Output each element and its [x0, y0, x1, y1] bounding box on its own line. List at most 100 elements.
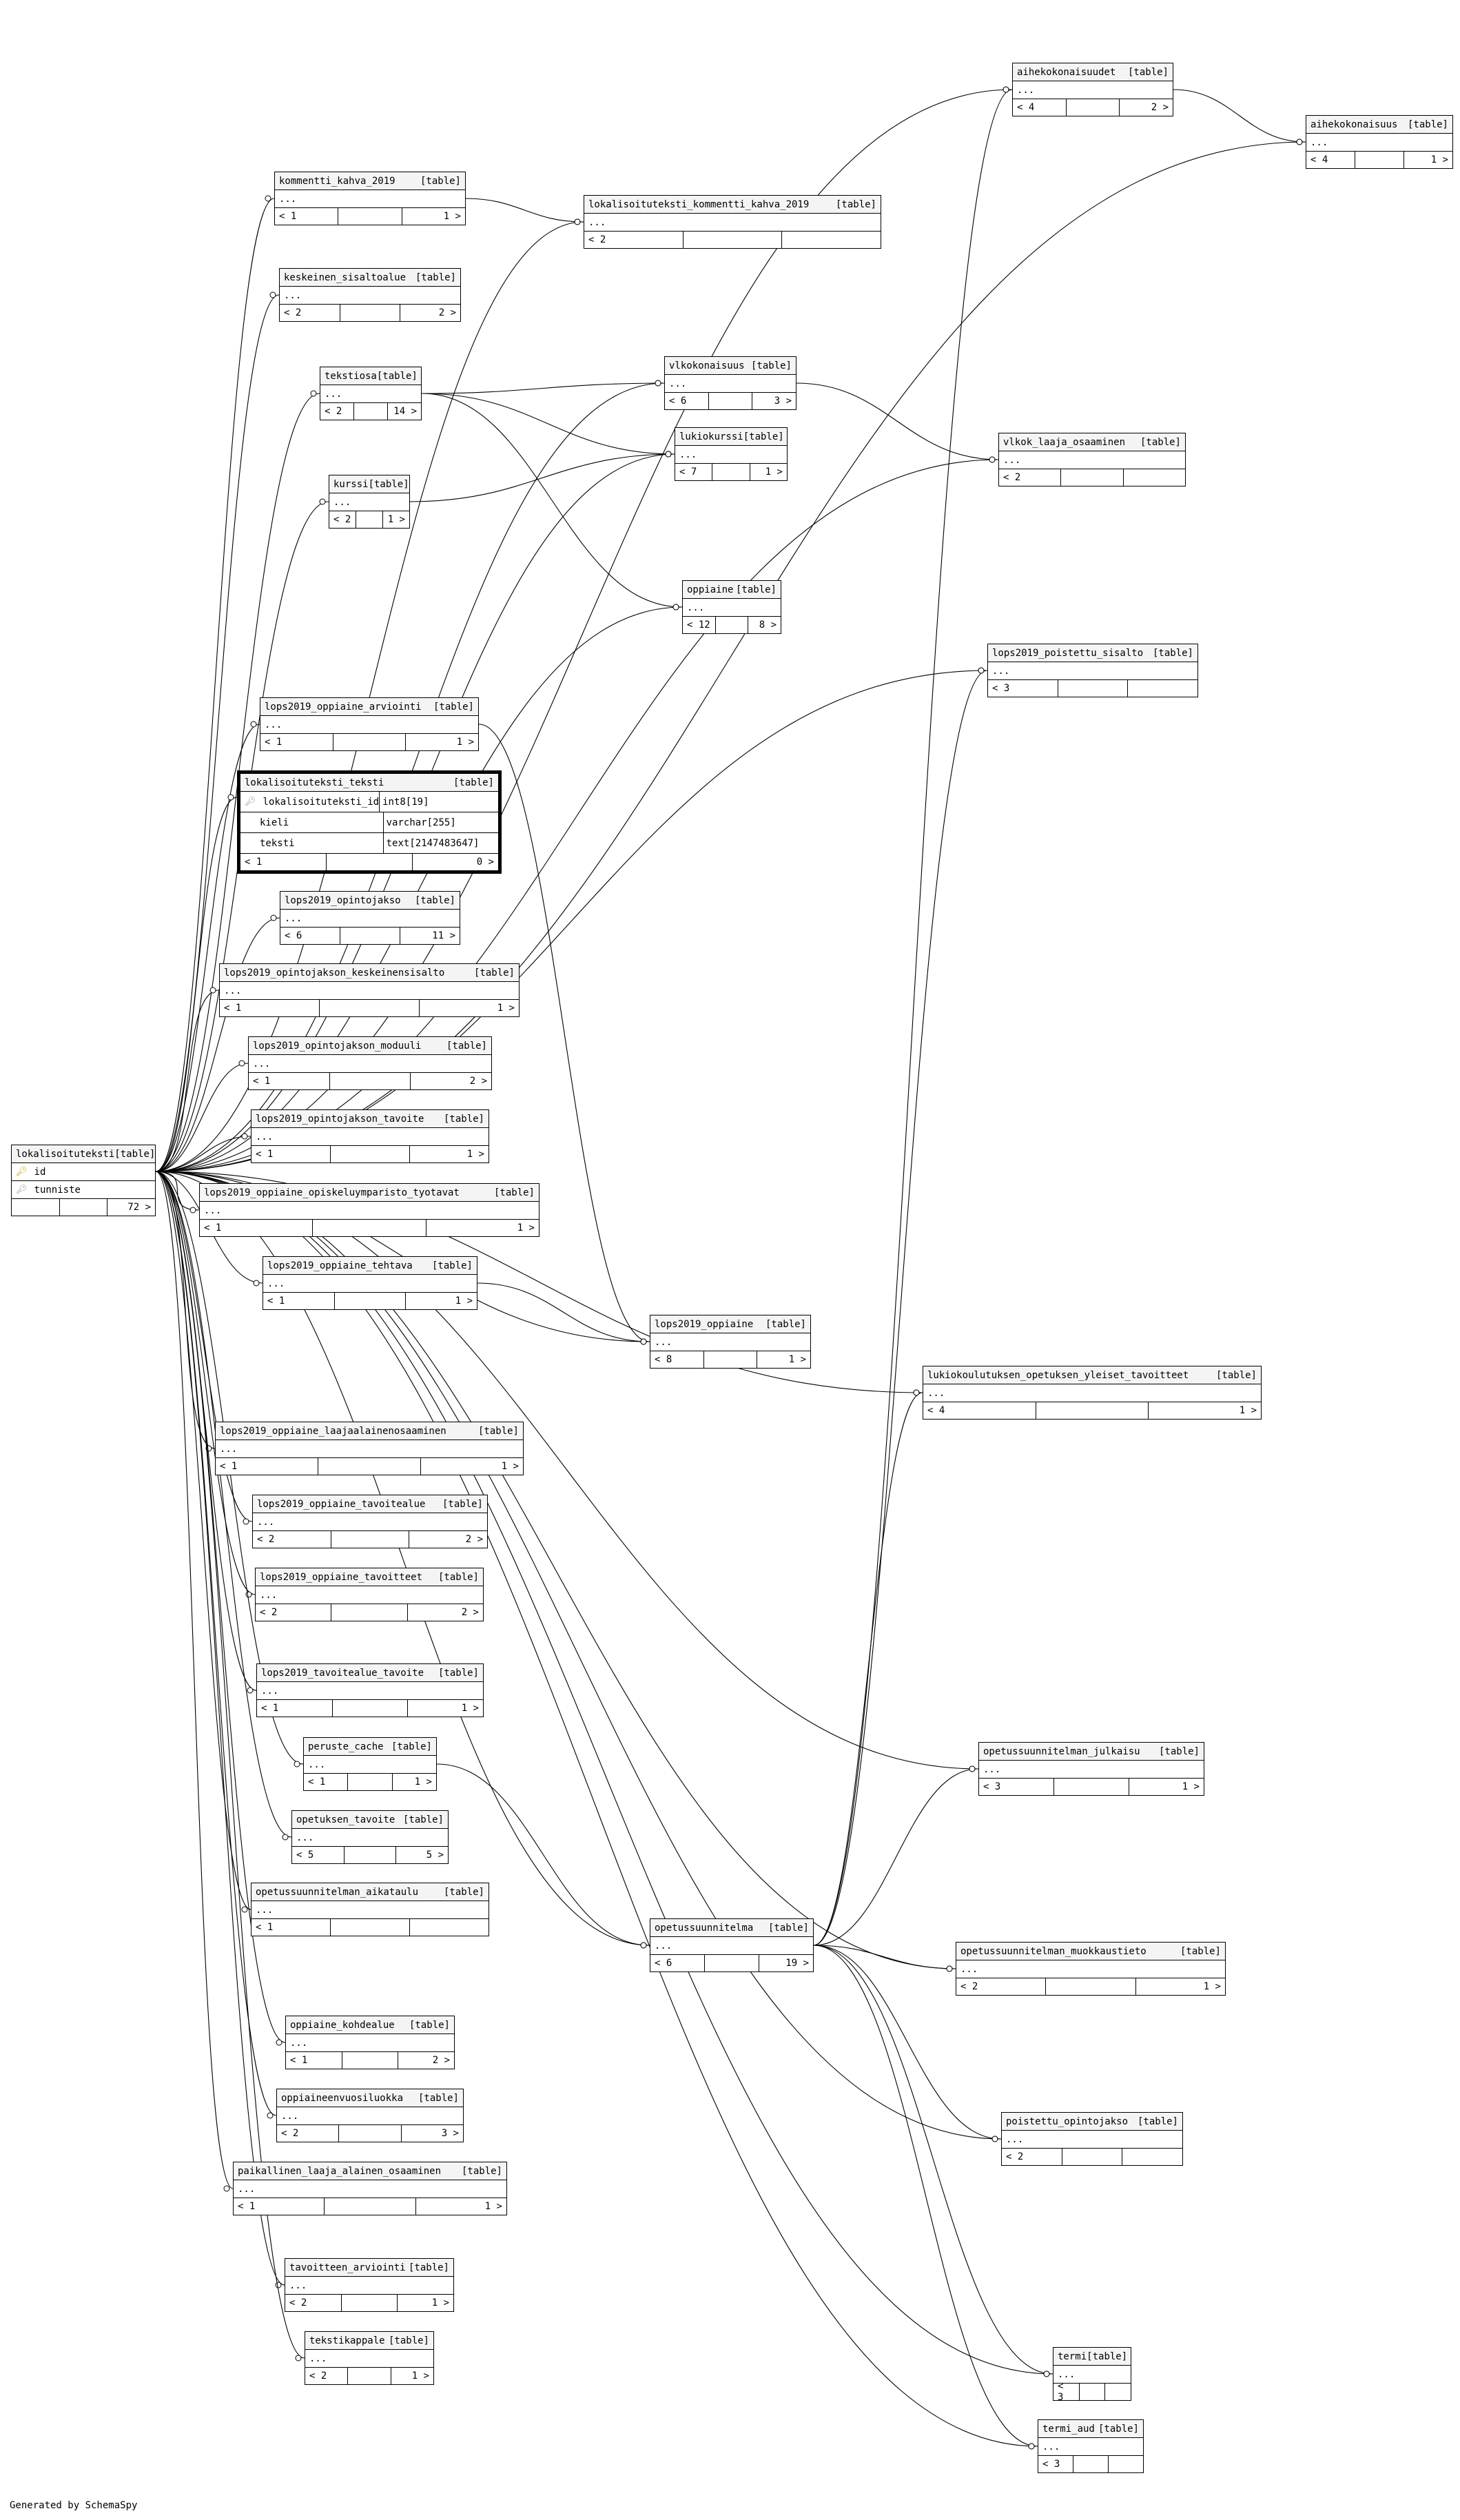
table-lops2019_opintojakson_moduuli[interactable]: lops2019_opintojakson_moduuli[table] ...… [248, 1036, 492, 1090]
parents-count: < 2 [320, 403, 354, 420]
table-body: ... [305, 2350, 433, 2368]
crowfoot-end-icon [655, 380, 661, 387]
table-tag: [table] [743, 431, 784, 442]
table-poistettu_opintojakso[interactable]: poistettu_opintojakso[table] ... < 2 [1001, 2112, 1183, 2166]
table-tag: [table] [1152, 647, 1193, 659]
parents-count: < 12 [683, 617, 716, 633]
table-tag: [table] [376, 370, 418, 382]
parents-count: < 1 [263, 1293, 335, 1309]
table-body: ... [280, 910, 460, 928]
rows-cell [354, 403, 388, 420]
table-tag: [table] [453, 777, 494, 788]
children-count: 1 > [1182, 1781, 1200, 1792]
table-lops2019_oppiaine_arviointi[interactable]: lops2019_oppiaine_arviointi[table] ... <… [260, 697, 479, 751]
crowfoot-end-icon [310, 390, 317, 397]
table-lops2019_opintojakson_tavoite[interactable]: lops2019_opintojakson_tavoite[table] ...… [251, 1109, 489, 1163]
table-lops2019_oppiaine_tavoitteet[interactable]: lops2019_oppiaine_tavoitteet[table] ... … [255, 1568, 484, 1621]
table-lukiokoulutuksen_opetuksen_yleiset_tavoitteet[interactable]: lukiokoulutuksen_opetuksen_yleiset_tavoi… [923, 1366, 1262, 1420]
rows-cell [1067, 99, 1120, 116]
table-paikallinen_laaja_alainen_osaaminen[interactable]: paikallinen_laaja_alainen_osaaminen[tabl… [233, 2162, 507, 2215]
table-name: lops2019_opintojakso [285, 894, 401, 906]
crowfoot-end-icon [640, 1942, 647, 1949]
crowfoot-end-icon [238, 1060, 245, 1067]
table-lops2019_opintojakson_keskeinensisalto[interactable]: lops2019_opintojakson_keskeinensisalto[t… [219, 963, 520, 1017]
edge-opetussuunnitelma-aihekokonaisuudet [813, 89, 1013, 1946]
table-lops2019_oppiaine_tavoitealue[interactable]: lops2019_oppiaine_tavoitealue[table] ...… [252, 1495, 488, 1548]
table-lokalisoituteksti[interactable]: lokalisoituteksti[table] 🔑︎id 🔑︎tunniste… [11, 1145, 156, 1216]
table-body: ... [251, 1128, 489, 1146]
crowfoot-end-icon [665, 451, 672, 458]
parents-count: < 2 [277, 2125, 340, 2142]
column-name: teksti [260, 837, 295, 849]
table-lokalisoituteksti_kommentti_kahva_2019[interactable]: lokalisoituteksti_kommentti_kahva_2019[t… [584, 195, 881, 249]
table-lops2019_oppiaine_laajaalainenosaaminen[interactable]: lops2019_oppiaine_laajaalainenosaaminen[… [215, 1422, 524, 1475]
table-body: ... [256, 1586, 483, 1604]
table-body: ... [923, 1384, 1261, 1402]
table-lops2019_oppiaine_opiskeluymparisto_tyotavat[interactable]: lops2019_oppiaine_opiskeluymparisto_tyot… [199, 1183, 539, 1237]
crowfoot-end-icon [247, 1687, 254, 1694]
children-count: 1 > [411, 2370, 429, 2381]
parents-count: < 1 [257, 1700, 333, 1717]
table-name: kurssi [333, 478, 369, 490]
table-opetussuunnitelman_muokkaustieto[interactable]: opetussuunnitelman_muokkaustieto[table] … [956, 1942, 1226, 1996]
edge-lokalisoituteksti-poistettu_opintojakso [155, 1171, 1002, 2140]
crowfoot-end-icon [1003, 86, 1009, 93]
table-tag: [table] [420, 175, 461, 187]
table-name: vlkok_laaja_osaaminen [1003, 436, 1126, 448]
table-opetussuunnitelman_julkaisu[interactable]: opetussuunnitelman_julkaisu[table] ... <… [978, 1742, 1204, 1796]
table-body: ... [979, 1761, 1204, 1779]
edge-tekstiosa-lukiokurssi [421, 393, 675, 455]
table-body: ... [257, 1682, 483, 1700]
parents-count: < 2 [329, 511, 356, 528]
table-termi_aud[interactable]: termi_aud[table] ... < 3 [1038, 2419, 1144, 2473]
children-count [1122, 2149, 1182, 2165]
table-termi[interactable]: termi[table] ... < 3 [1053, 2347, 1131, 2403]
rows-cell [60, 1199, 108, 1216]
table-name: oppiaineenvuosiluokka [281, 2092, 404, 2104]
children-count: 1 > [387, 514, 405, 525]
edge-vlkokonaisuus-vlkok_laaja_osaaminen [796, 382, 999, 460]
table-body: ... [1013, 81, 1173, 99]
table-tag: [table] [409, 2019, 450, 2031]
edge-tekstiosa-vlkokonaisuus [421, 382, 665, 394]
table-vlkok_laaja_osaaminen[interactable]: vlkok_laaja_osaaminen[table] ... < 2 [998, 433, 1186, 486]
table-tag: [table] [446, 1040, 487, 1052]
table-body: ... [263, 1275, 477, 1293]
children-count: 2 > [1151, 102, 1169, 113]
children-count [1128, 680, 1197, 697]
children-count: 2 > [469, 1076, 488, 1087]
table-name: termi_aud [1042, 2423, 1095, 2435]
table-opetussuunnitelman_aikataulu[interactable]: opetussuunnitelman_aikataulu[table] ... … [251, 1883, 489, 1936]
table-body: ... [275, 190, 465, 208]
table-tag: [table] [433, 701, 474, 713]
edge-tekstiosa-oppiaine [421, 393, 683, 608]
rows-cell [1062, 2149, 1123, 2165]
table-lops2019_tavoitealue_tavoite[interactable]: lops2019_tavoitealue_tavoite[table] ... … [256, 1663, 484, 1717]
children-count [1124, 469, 1185, 486]
table-lokalisoituteksti_teksti[interactable]: lokalisoituteksti_teksti[table] 🔑︎lokali… [237, 770, 502, 874]
table-lops2019_oppiaine_tehtava[interactable]: lops2019_oppiaine_tehtava[table] ... < 1… [263, 1256, 477, 1310]
column-name: kieli [260, 817, 289, 828]
parents-count: < 3 [1038, 2456, 1073, 2472]
table-lops2019_poistettu_sisalto[interactable]: lops2019_poistettu_sisalto[table] ... < … [987, 644, 1198, 697]
table-name: kommentti_kahva_2019 [279, 175, 395, 187]
table-name: opetussuunnitelman_julkaisu [983, 1745, 1140, 1757]
